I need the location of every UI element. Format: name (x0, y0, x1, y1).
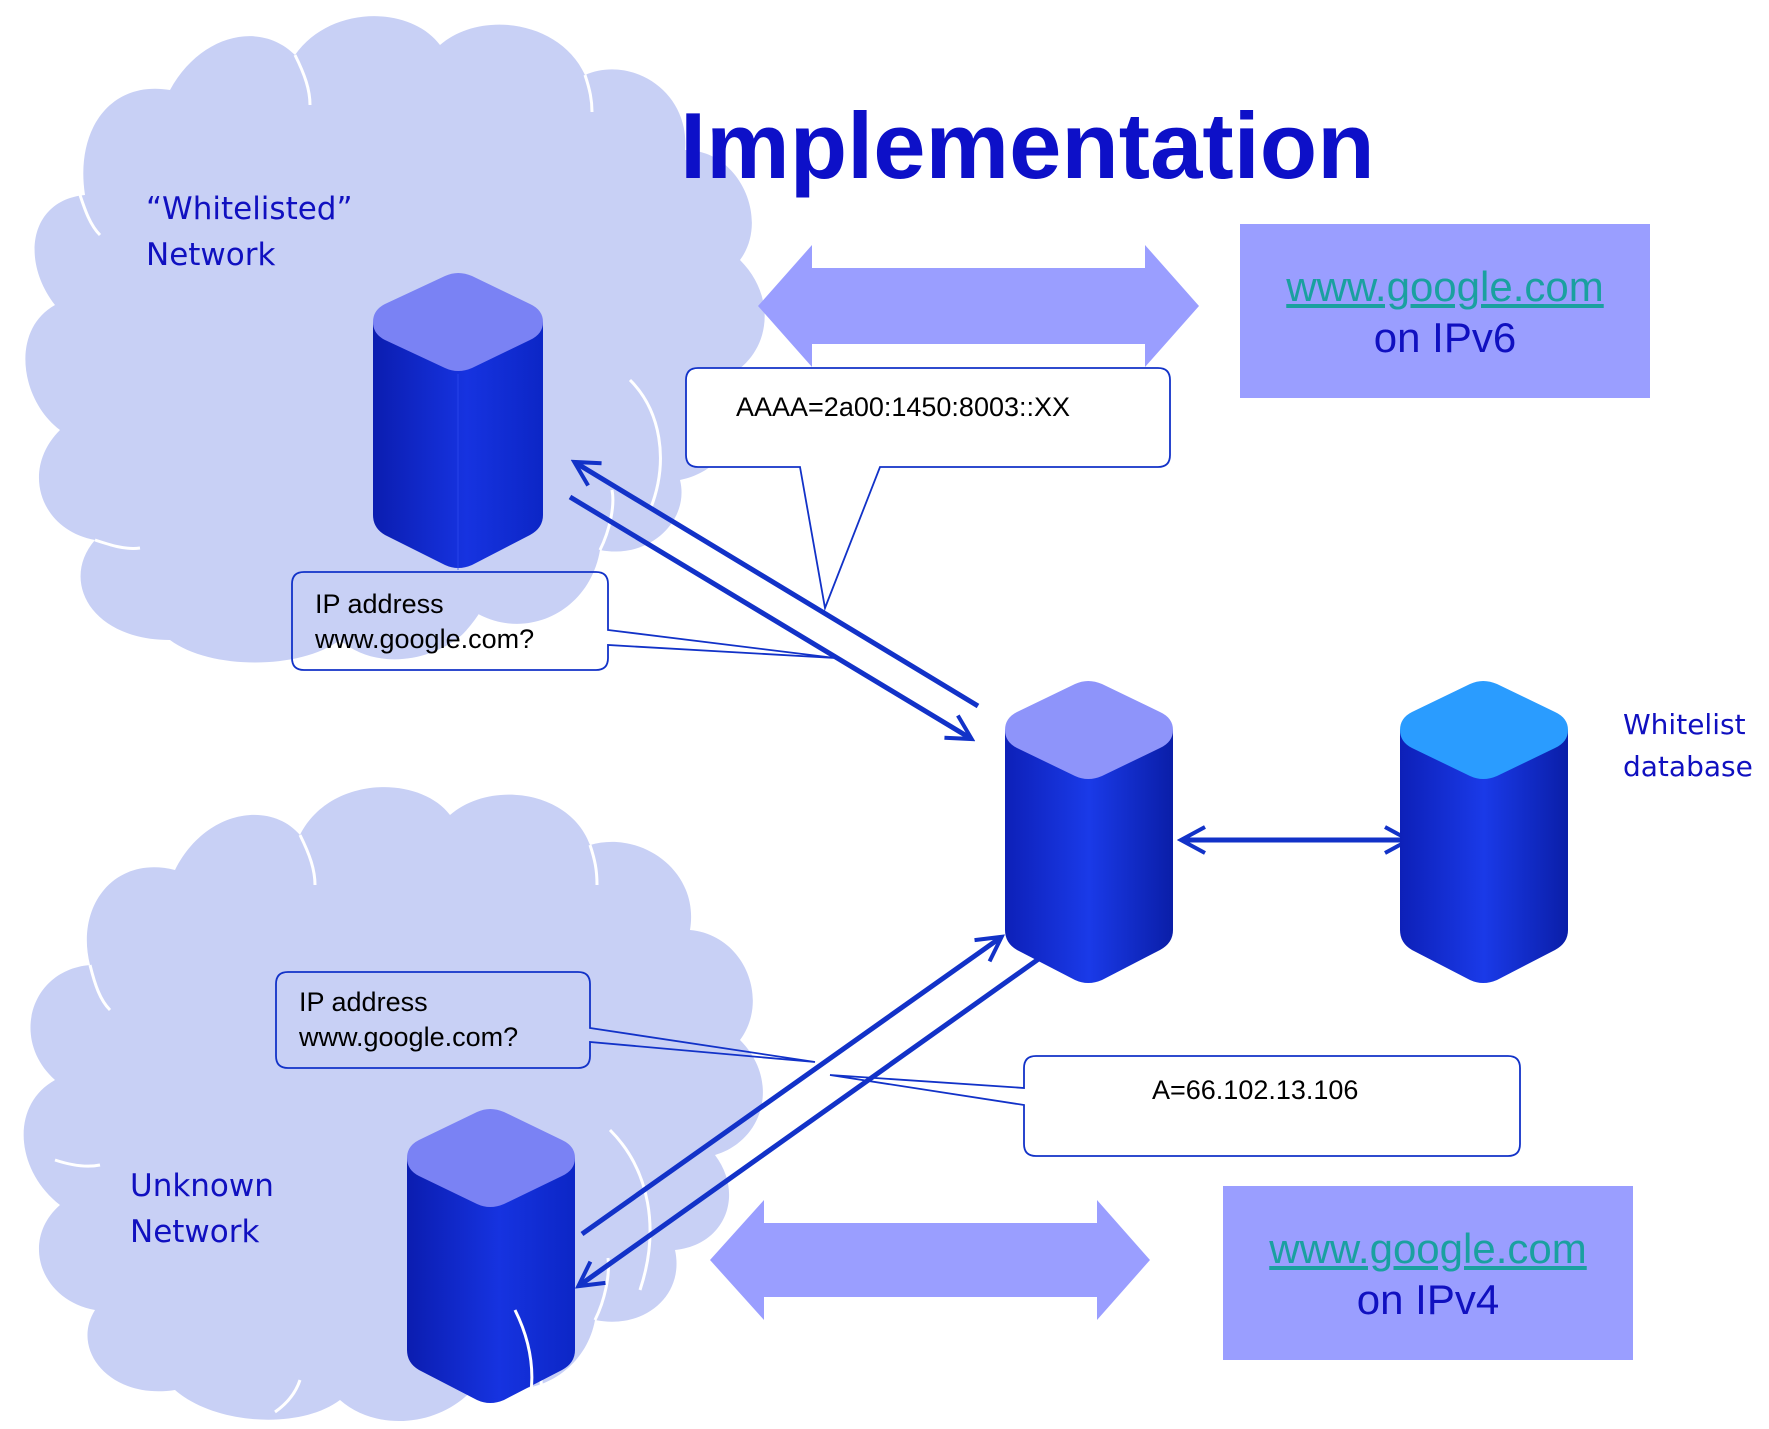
ipv6-double-arrow-icon (758, 245, 1199, 367)
whitelist-database-label-line2: database (1623, 750, 1753, 783)
whitelisted-network-label-line1: “Whitelisted” (146, 191, 353, 227)
query-bottom-arrow (580, 938, 1000, 1237)
query-top-line1: IP address (315, 589, 444, 619)
unknown-network-label-line1: Unknown (130, 1168, 274, 1204)
whitelisted-network-label: “Whitelisted” Network (146, 186, 353, 278)
dns-server-icon (1005, 681, 1173, 983)
query-bottom-callout-shape (275, 971, 816, 1069)
google-ipv4-link[interactable]: www.google.com (1269, 1225, 1587, 1272)
google-ipv4-box: www.google.com on IPv4 (1223, 1186, 1633, 1360)
unknown-client-server-icon (407, 1109, 575, 1403)
google-ipv6-box: www.google.com on IPv6 (1240, 224, 1650, 398)
query-bottom-text: IP address www.google.com? (299, 985, 518, 1055)
whitelist-database-label: Whitelist database (1623, 704, 1753, 788)
google-ipv6-protocol: on IPv6 (1373, 314, 1517, 361)
query-bottom-line1: IP address (299, 987, 428, 1017)
unknown-network-label: Unknown Network (130, 1163, 274, 1255)
a-record-answer-text: A=66.102.13.106 (1152, 1075, 1359, 1105)
ipv4-double-arrow-icon (710, 1200, 1150, 1320)
aaaa-answer-text: AAAA=2a00:1450:8003::XX (736, 392, 1071, 422)
google-ipv4-protocol: on IPv4 (1356, 1276, 1500, 1323)
query-top-arrow (568, 494, 970, 738)
query-bottom-line2: www.google.com? (299, 1022, 519, 1052)
page-title: Implementation (680, 93, 1375, 198)
google-ipv6-link[interactable]: www.google.com (1286, 263, 1604, 310)
whitelisted-network-label-line2: Network (146, 237, 276, 273)
query-top-line2: www.google.com? (315, 624, 535, 654)
aaaa-callout-shape (685, 367, 1171, 612)
answer-a-arrow (580, 955, 1042, 1285)
query-top-callout-shape (291, 571, 836, 671)
query-top-text: IP address www.google.com? (315, 587, 534, 657)
whitelisted-client-server-icon (373, 273, 543, 570)
answer-aaaa-arrow (576, 463, 980, 709)
whitelist-database-label-line1: Whitelist (1623, 708, 1746, 741)
database-icon (1400, 681, 1568, 983)
unknown-network-cloud-icon (23, 787, 763, 1422)
unknown-network-label-line2: Network (130, 1214, 260, 1250)
a-record-callout-shape (829, 1055, 1521, 1157)
